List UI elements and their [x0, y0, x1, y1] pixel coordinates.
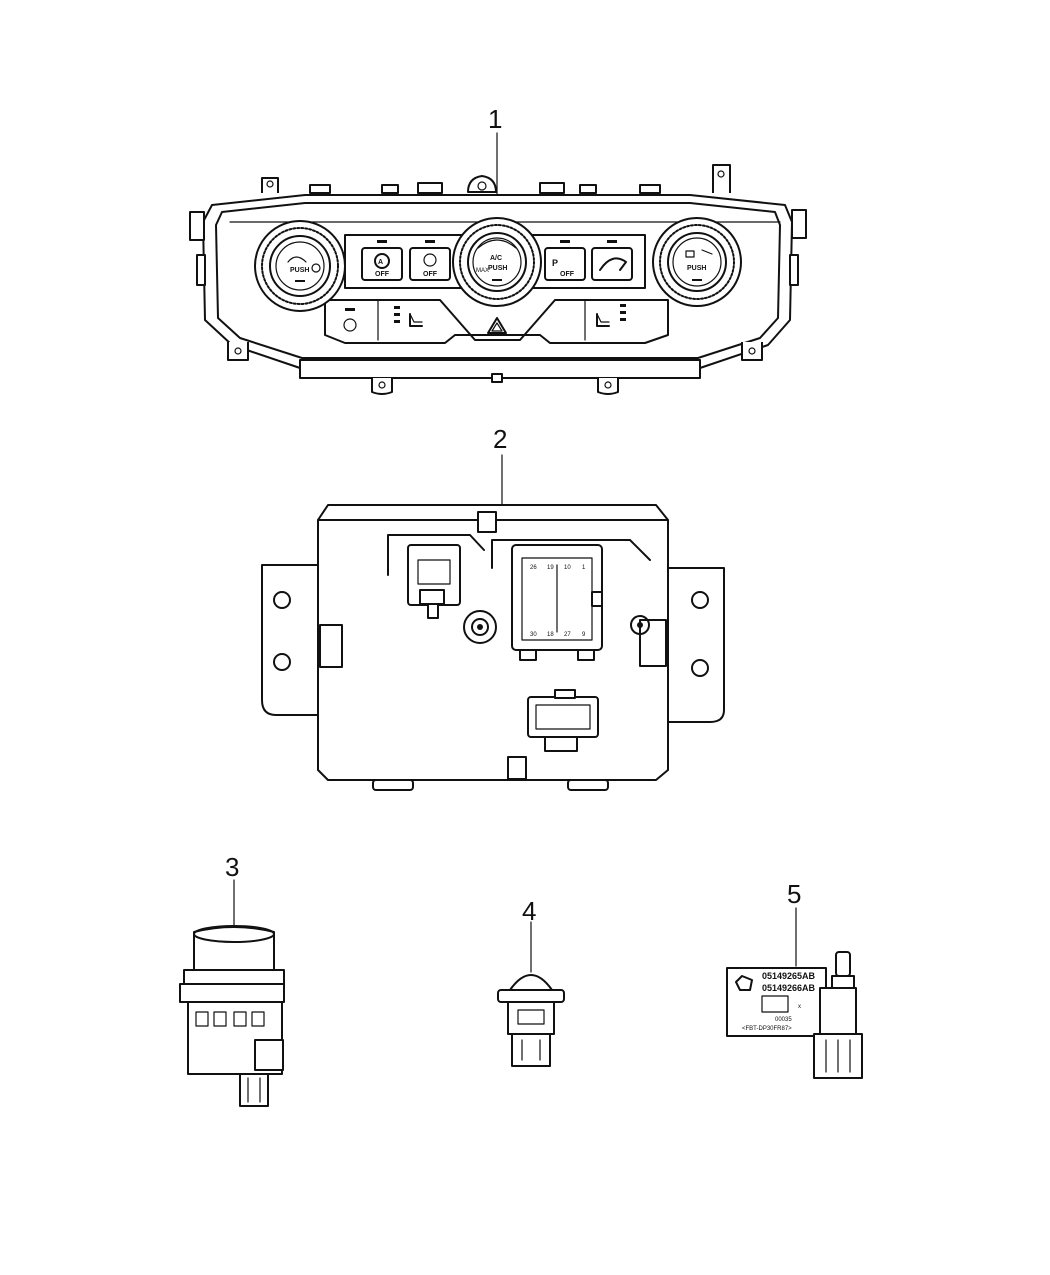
fan-icon [287, 256, 307, 263]
side-clip [189, 211, 205, 241]
recirc-icon [599, 257, 627, 271]
brand-logo [735, 975, 753, 991]
svg-text:10: 10 [564, 565, 571, 571]
sensor-cap [193, 926, 275, 971]
svg-text:PUSH: PUSH [488, 265, 507, 272]
part-3-sensor: 3 [179, 852, 285, 1107]
park-icon: P [552, 258, 558, 268]
left-knob[interactable]: PUSH [254, 220, 346, 312]
svg-text:OFF: OFF [560, 271, 575, 278]
part-2-hvac-module: 2 [261, 424, 725, 791]
sensor-5-body [819, 987, 857, 1039]
tab [712, 164, 731, 193]
hazard-icon[interactable] [487, 317, 507, 334]
callout-4: 4 [522, 896, 536, 926]
auto-off-button[interactable] [361, 247, 403, 281]
tab [261, 177, 279, 193]
screw [463, 610, 497, 644]
svg-text:19: 19 [547, 565, 554, 571]
defrost-icon [701, 249, 713, 255]
svg-text:00035: 00035 [775, 1017, 792, 1023]
svg-text:PUSH: PUSH [687, 265, 706, 272]
svg-text:x: x [798, 1004, 801, 1010]
connector-bottom [527, 689, 599, 752]
callout-5: 5 [787, 879, 801, 909]
clip [417, 182, 443, 194]
center-knob[interactable]: A/C PUSH MAX [452, 217, 542, 307]
bottom-strip [299, 359, 701, 379]
svg-text:<FBT-DP30FR87>: <FBT-DP30FR87> [742, 1026, 792, 1032]
left-flange [261, 564, 319, 716]
part-1-hvac-control-panel: 1 [189, 104, 807, 395]
callout-2: 2 [493, 424, 507, 454]
auto-icon [374, 253, 390, 269]
rear-defrost-icon [343, 318, 357, 332]
fan-speed-icon [311, 263, 321, 273]
svg-text:1: 1 [582, 565, 586, 571]
part-4-sun-sensor: 4 [497, 896, 565, 1067]
eco-off-button[interactable] [409, 247, 451, 281]
recirculation-button[interactable] [591, 247, 633, 281]
sensor-dome [509, 974, 553, 991]
dial-scale [477, 239, 517, 249]
svg-text:A: A [378, 259, 383, 266]
svg-text:27: 27 [564, 632, 571, 638]
lower-button-bar [324, 299, 669, 344]
clip [539, 182, 565, 194]
callout-3: 3 [225, 852, 239, 882]
svg-text:A/C: A/C [490, 255, 502, 262]
bezel-inner [215, 202, 781, 359]
mode-icon [685, 250, 695, 258]
park-assist-off-button[interactable] [544, 247, 586, 281]
part-5-sensor-with-label: 5 05149265AB 05149266AB x 00035 <FBT-DP3… [726, 879, 863, 1079]
callout-1: 1 [488, 104, 502, 134]
svg-text:9: 9 [582, 632, 586, 638]
seat-heater-right-icon [596, 313, 610, 327]
sensor-plug [239, 1073, 269, 1107]
svg-text:30: 30 [530, 632, 537, 638]
seat-heater-left-icon [409, 313, 423, 327]
right-knob[interactable]: PUSH [652, 217, 742, 307]
svg-text:05149265AB: 05149265AB [762, 971, 816, 981]
connector-large: 26 19 10 1 30 18 27 9 [491, 539, 651, 661]
side-clip [791, 209, 807, 239]
sensor-probe-tip [835, 951, 851, 977]
svg-text:26: 26 [530, 565, 537, 571]
svg-text:PUSH: PUSH [290, 267, 309, 274]
right-flange [667, 567, 725, 723]
sensor-4-plug [511, 1033, 551, 1067]
eco-icon [423, 253, 437, 267]
svg-text:OFF: OFF [375, 271, 390, 278]
svg-text:OFF: OFF [423, 271, 438, 278]
tab [467, 175, 497, 193]
svg-text:05149266AB: 05149266AB [762, 983, 816, 993]
svg-text:18: 18 [547, 632, 554, 638]
data-matrix [761, 995, 789, 1013]
connector-small [387, 534, 485, 619]
svg-text:MAX: MAX [476, 268, 489, 274]
